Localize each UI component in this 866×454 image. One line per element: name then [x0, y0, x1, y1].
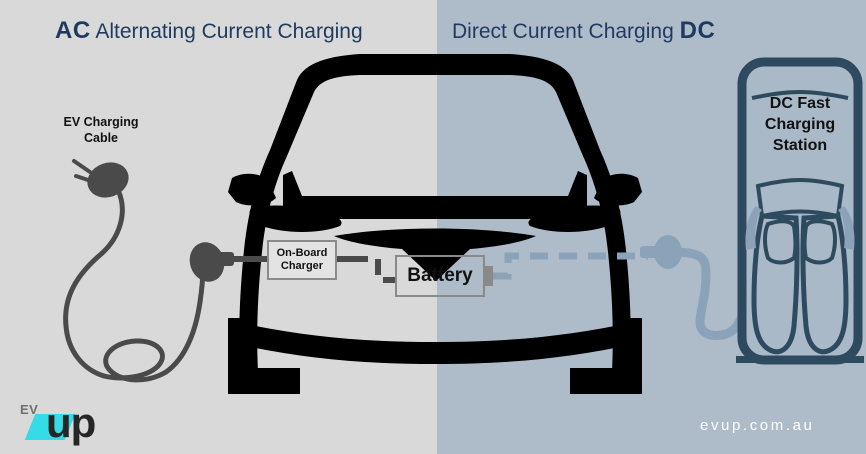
evup-logo: EV up — [18, 398, 138, 444]
dc-heading: Direct Current Charging DC — [452, 19, 715, 43]
dc-station-label: DC Fast Charging Station — [748, 93, 852, 156]
battery-box: Battery — [395, 255, 485, 297]
onboard-charger-box: On-Board Charger — [267, 240, 337, 280]
logo-ev-text: EV — [20, 402, 39, 417]
battery-terminal — [485, 266, 493, 286]
ev-charging-cable-label-line2: Cable — [83, 131, 119, 145]
onboard-charger-label-line2: Charger — [280, 260, 324, 272]
dc-station-label-line2: Charging — [764, 116, 836, 134]
dc-abbr: DC — [679, 17, 716, 44]
ac-heading: AC Alternating Current Charging — [55, 19, 363, 43]
dc-station-label-line1: DC Fast — [769, 95, 831, 112]
ac-abbr: AC — [55, 17, 91, 44]
logo-up-text: up — [46, 399, 96, 446]
dc-station-label-line3: Station — [772, 137, 828, 155]
onboard-charger-label-line1: On-Board — [276, 246, 328, 259]
dc-heading-text: Direct Current Charging — [452, 20, 674, 43]
ac-heading-text: Alternating Current Charging — [95, 20, 363, 43]
website-url: evup.com.au — [700, 417, 815, 434]
ev-charging-cable-label-line1: EV Charging — [63, 115, 139, 129]
ac-panel-background — [0, 0, 437, 454]
battery-label: Battery — [407, 264, 473, 286]
ev-charging-cable-label: EV Charging Cable — [46, 114, 156, 146]
